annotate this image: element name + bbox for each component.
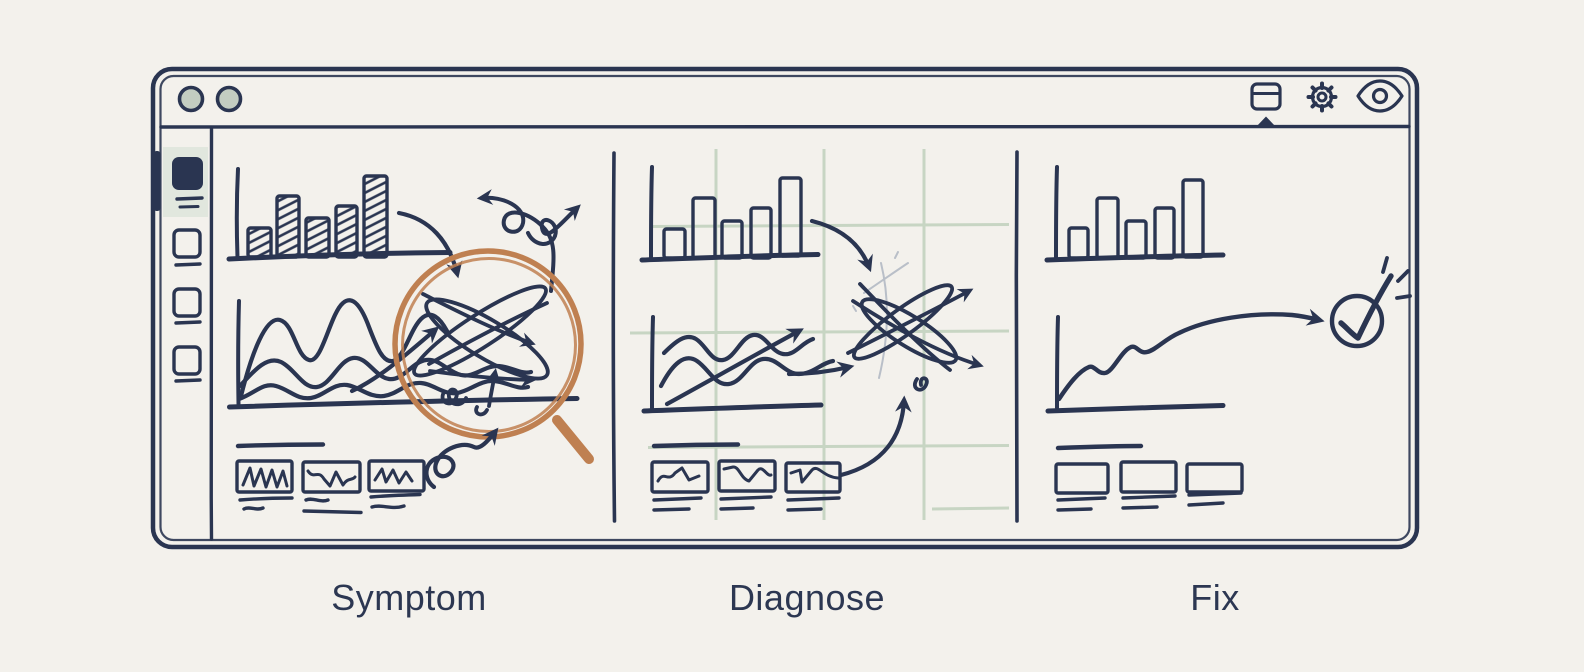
card-outlines	[1054, 460, 1244, 495]
titlebar-separator	[159, 124, 1411, 129]
y-axis	[1054, 165, 1059, 259]
card-sparkline-scribbles	[656, 465, 840, 484]
sidebar-item-2[interactable]	[172, 228, 202, 267]
sidebar-separator	[209, 127, 214, 541]
y-axis	[234, 167, 240, 259]
arrow-to-scribble	[786, 361, 855, 378]
bars	[662, 176, 803, 260]
caption-diagnose: Diagnose	[729, 577, 885, 618]
card-caption-lines	[652, 495, 841, 512]
eye-icon[interactable]	[1356, 79, 1404, 113]
outline-square-icon	[172, 228, 202, 259]
sidebar-item-text-line	[174, 320, 202, 325]
rising-line-arrow	[1056, 308, 1325, 402]
browser-tab-icon[interactable]	[1250, 82, 1282, 111]
sidebar-item-3[interactable]	[172, 287, 202, 325]
browser-window-frame	[150, 66, 1420, 550]
panel-diagnose	[629, 149, 1010, 520]
x-axis	[1045, 403, 1226, 414]
active-tab-notch	[1256, 116, 1276, 127]
titlebar	[177, 79, 1404, 127]
diagnosis-scribble	[846, 251, 984, 392]
loop-squiggle-arrows	[476, 189, 581, 293]
panel-separator-1	[611, 151, 617, 523]
arrow-chart-to-scribble	[809, 218, 873, 273]
tangled-line-chart-sketch	[227, 298, 580, 410]
sidebar-active-indicator	[153, 151, 161, 211]
magnifier-scribble	[412, 284, 550, 417]
sketch-cards-row	[650, 442, 842, 512]
x-axis	[227, 396, 580, 410]
sidebar-item-active[interactable]	[153, 147, 209, 217]
panel-fix	[1044, 165, 1412, 512]
check-icon	[1338, 273, 1394, 341]
panel-symptom	[226, 167, 594, 515]
card-outlines	[235, 459, 426, 494]
sidebar-item-text-line	[175, 196, 204, 201]
hatched-bar-chart-sketch	[226, 167, 453, 262]
loop-arrow-up	[424, 427, 499, 490]
y-axis	[1055, 315, 1060, 410]
card-outlines	[650, 459, 842, 494]
card-caption-lines	[1056, 491, 1243, 512]
check-circle	[1329, 293, 1385, 349]
window-inner-border	[159, 74, 1411, 542]
arrow-waves-to-magnifier	[349, 326, 440, 394]
sketch-cards-row	[1054, 443, 1244, 512]
filled-square-icon	[172, 157, 203, 190]
outline-bar-chart-sketch	[1044, 165, 1226, 263]
cards-heading-line	[235, 442, 326, 449]
gear-icon[interactable]	[1306, 81, 1338, 113]
step-captions: Symptom Diagnose Fix	[331, 577, 1240, 618]
sidebar	[153, 147, 209, 383]
outline-bar-chart-sketch	[639, 165, 821, 263]
curved-arrow-cards-to-scribble	[838, 395, 912, 478]
outline-square-icon	[172, 345, 202, 376]
wavy-lines	[236, 298, 534, 402]
sketch-cards-row	[235, 442, 426, 515]
y-axis	[649, 165, 654, 259]
hatched-bars	[246, 174, 389, 259]
recovery-line-chart-sketch	[1045, 308, 1325, 414]
card-caption-lines	[238, 492, 422, 515]
sidebar-item-text-line	[178, 205, 200, 209]
cards-heading-line	[1055, 443, 1144, 451]
crossing-line-chart-sketch	[641, 315, 855, 414]
sidebar-item-text-line	[174, 262, 202, 267]
bars	[1067, 178, 1205, 260]
window-outer-border	[150, 66, 1420, 550]
magnifier-handle	[552, 415, 594, 464]
caption-fix: Fix	[1190, 577, 1240, 618]
cards-heading-line	[651, 442, 741, 449]
x-axis	[641, 402, 824, 414]
sparkle-dashes	[1381, 256, 1412, 300]
sidebar-item-4[interactable]	[172, 345, 202, 383]
y-axis	[650, 315, 655, 410]
rising-arrow	[664, 328, 804, 407]
circled-checkmark	[1329, 256, 1412, 349]
arrow-chart-to-magnifier	[396, 210, 463, 279]
window-control-dot-2[interactable]	[215, 85, 243, 113]
outline-square-icon	[172, 287, 202, 318]
panel-separator-2	[1014, 150, 1019, 523]
y-axis	[236, 299, 241, 406]
card-scribbles	[241, 466, 414, 489]
caption-symptom: Symptom	[331, 577, 487, 618]
window-control-dot-1[interactable]	[177, 85, 205, 113]
sidebar-item-text-line	[174, 378, 202, 383]
